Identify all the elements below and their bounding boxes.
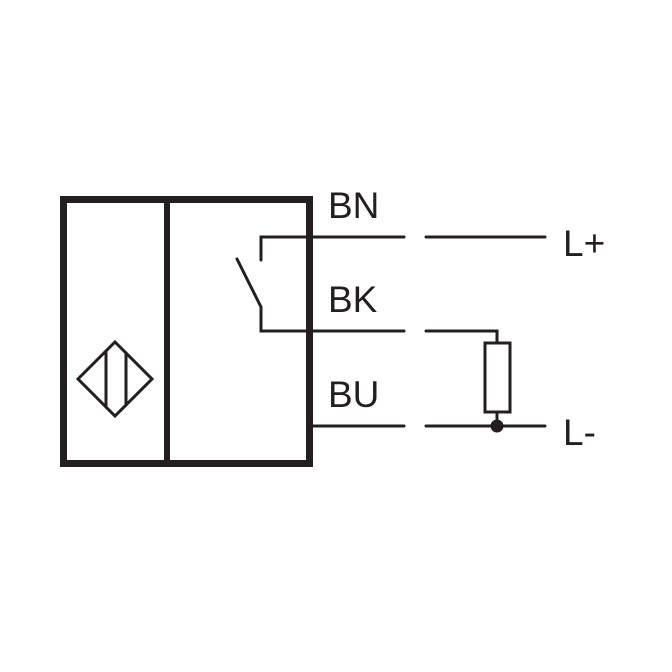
inductive-sensor-icon	[75, 339, 155, 419]
terminal-l-plus: L+	[563, 223, 605, 264]
label-bn: BN	[328, 185, 379, 226]
switch-contact-icon	[235, 235, 406, 333]
load-resistor-icon	[483, 341, 512, 414]
terminal-l-minus: L-	[563, 412, 596, 453]
label-bk: BK	[328, 279, 378, 320]
junction-dot	[490, 419, 504, 433]
label-bu: BU	[328, 374, 379, 415]
wire-bk-external	[424, 329, 499, 345]
